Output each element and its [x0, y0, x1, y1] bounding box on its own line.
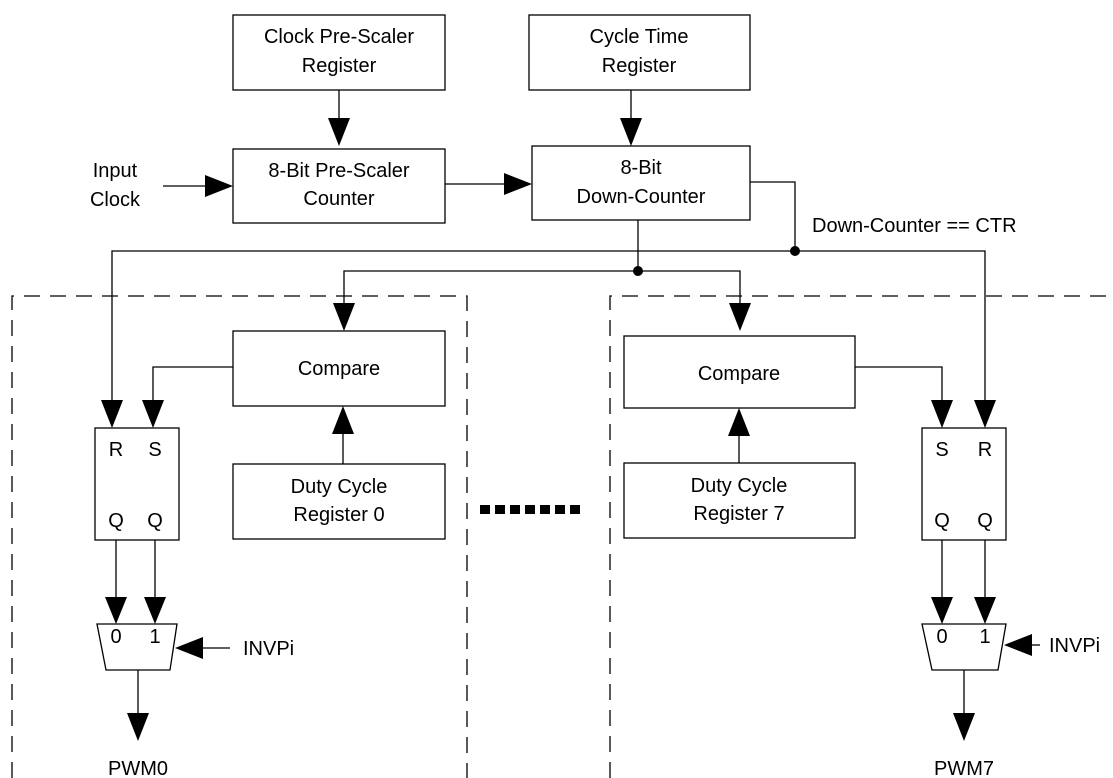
down-counter-block: 8-Bit Down-Counter — [531, 145, 751, 221]
prescaler-counter-line2: Counter — [303, 188, 374, 210]
duty-cycle-register-0-line2: Register 0 — [293, 504, 384, 526]
pwm7-label: PWM7 — [934, 758, 994, 778]
mux-0: 0 1 — [96, 623, 178, 671]
wire-mux-0-output — [127, 670, 149, 741]
wire-duty-0-to-compare-0 — [332, 406, 354, 464]
wire-compare-7-to-set — [855, 366, 953, 428]
wire-mux-7-output — [953, 670, 975, 741]
wire-counter-value-bus — [333, 220, 751, 331]
mux-7: 0 1 — [921, 623, 1007, 671]
flipflop-7-bottom-right: Q — [977, 510, 993, 532]
flipflop-7: S R Q Q — [921, 427, 1007, 541]
mux-0-input-0: 0 — [110, 626, 121, 648]
compare-7-label: Compare — [698, 363, 780, 385]
cycle-time-register-line1: Cycle Time — [590, 26, 689, 48]
wire-prescaler-to-down-counter — [445, 173, 532, 195]
compare-7-block: Compare — [623, 335, 856, 409]
flipflop-0: R S Q Q — [94, 427, 180, 541]
pwm0-label: PWM0 — [108, 758, 168, 778]
mux-0-input-1: 1 — [149, 626, 160, 648]
down-counter-line2: Down-Counter — [577, 186, 706, 208]
input-clock-label-line1: Input — [93, 160, 138, 182]
wire-compare-0-to-set — [142, 366, 233, 428]
down-counter-line1: 8-Bit — [620, 157, 662, 179]
wire-flipflop-0-to-mux-0 — [105, 540, 166, 624]
duty-cycle-register-7-line1: Duty Cycle — [691, 475, 788, 497]
flipflop-0-bottom-right: Q — [147, 510, 163, 532]
wire-counter-equals-ctr — [101, 181, 996, 428]
down-counter-equals-ctr-label: Down-Counter == CTR — [812, 215, 1017, 237]
duty-cycle-register-7-block: Duty Cycle Register 7 — [623, 462, 856, 539]
duty-cycle-register-0-block: Duty Cycle Register 0 — [232, 463, 446, 540]
flipflop-0-top-left: R — [109, 439, 123, 461]
invp-label-0: INVPi — [243, 638, 294, 660]
clock-prescaler-register-line1: Clock Pre-Scaler — [264, 26, 414, 48]
mux-7-input-1: 1 — [979, 626, 990, 648]
cycle-time-register-block: Cycle Time Register — [528, 14, 751, 91]
prescaler-counter-line1: 8-Bit Pre-Scaler — [268, 160, 409, 182]
clock-prescaler-register-block: Clock Pre-Scaler Register — [232, 14, 446, 91]
wire-input-clock — [163, 175, 233, 197]
cycle-time-register-line2: Register — [602, 55, 677, 77]
channel-0-boundary — [11, 295, 468, 778]
mux-7-input-0: 0 — [936, 626, 947, 648]
wire-prescaler-register-to-counter — [328, 90, 350, 146]
channel-ellipsis — [480, 505, 580, 514]
flipflop-7-top-right: R — [978, 439, 992, 461]
clock-prescaler-register-line2: Register — [302, 55, 377, 77]
wire-cycle-time-to-down-counter — [620, 90, 642, 146]
prescaler-counter-block: 8-Bit Pre-Scaler Counter — [232, 148, 446, 224]
wire-invp-7 — [1004, 634, 1040, 656]
duty-cycle-register-7-line2: Register 7 — [693, 503, 784, 525]
input-clock-label-line2: Clock — [90, 189, 141, 211]
flipflop-7-top-left: S — [935, 439, 948, 461]
flipflop-0-bottom-left: Q — [108, 510, 124, 532]
channel-7-boundary — [609, 295, 1110, 778]
compare-0-label: Compare — [298, 358, 380, 380]
compare-0-block: Compare — [232, 330, 446, 407]
flipflop-0-top-right: S — [148, 439, 161, 461]
duty-cycle-register-0-line1: Duty Cycle — [291, 476, 388, 498]
wire-invp-0 — [175, 637, 230, 659]
wire-flipflop-7-to-mux-7 — [931, 540, 996, 624]
flipflop-7-bottom-left: Q — [934, 510, 950, 532]
wire-duty-7-to-compare-7 — [728, 408, 750, 463]
invp-label-7: INVPi — [1049, 635, 1100, 657]
